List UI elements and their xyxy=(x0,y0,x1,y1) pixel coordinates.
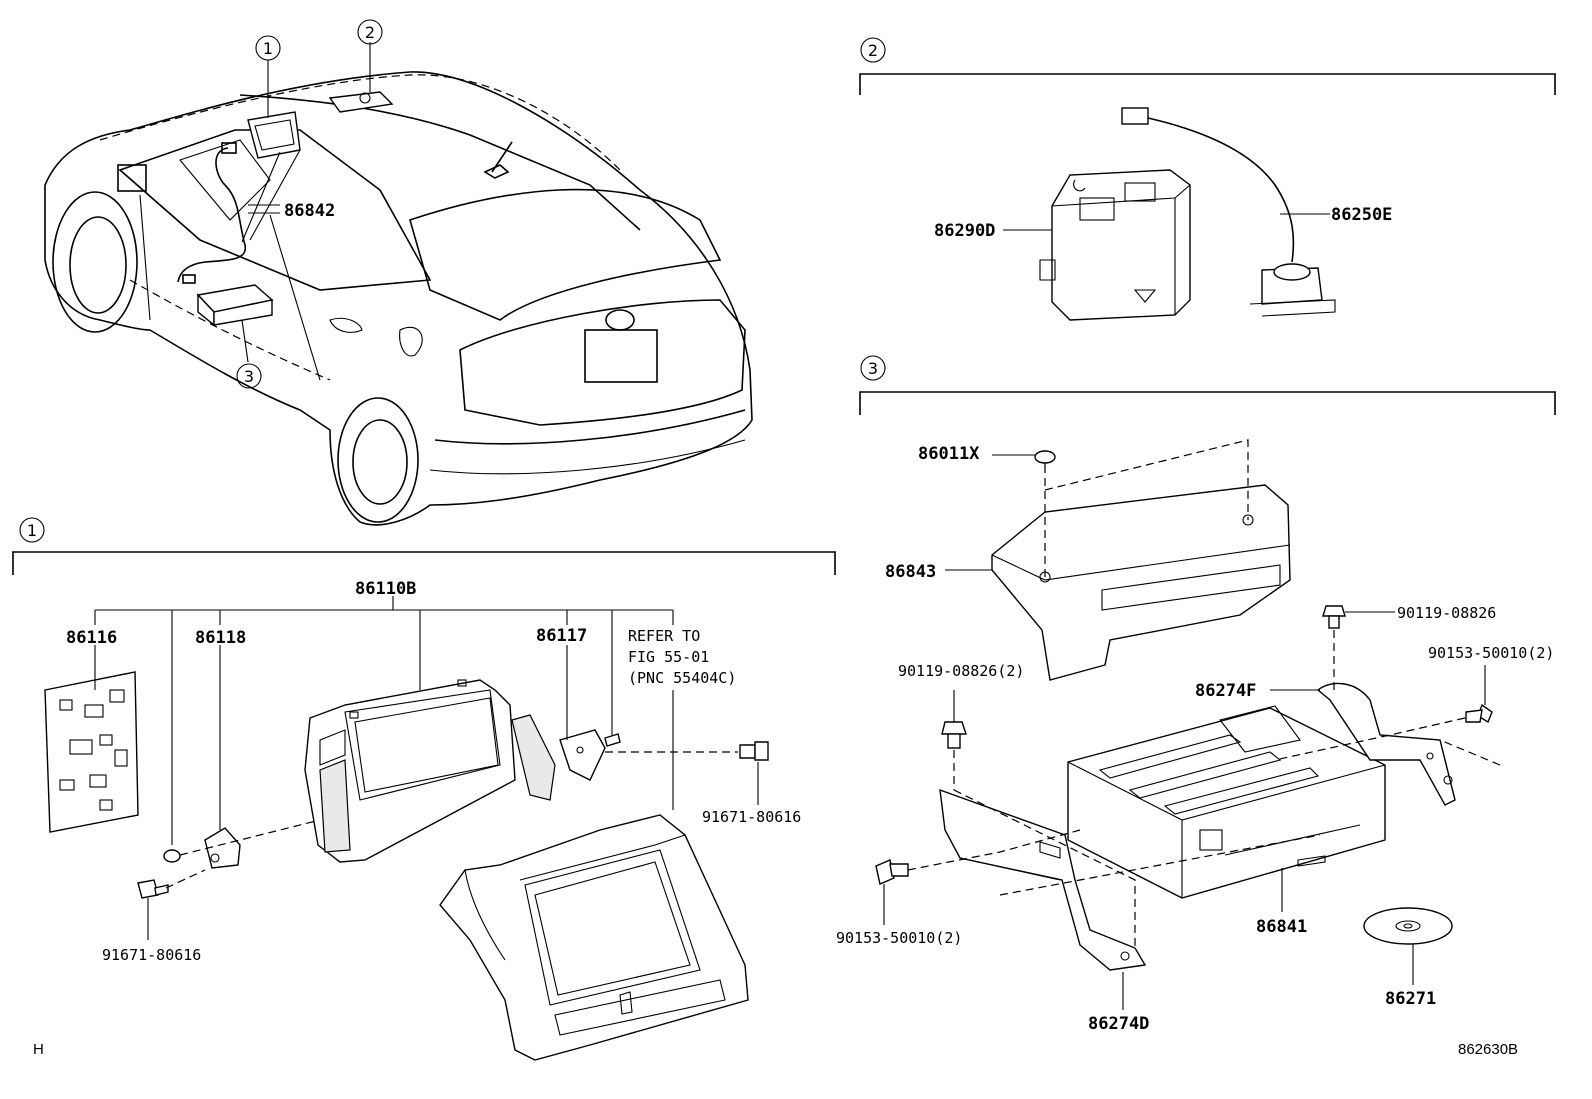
bolt-90119-top xyxy=(1322,605,1346,629)
label-86116: 86116 xyxy=(66,628,117,648)
svg-text:1: 1 xyxy=(263,39,273,58)
label-86274F: 86274F xyxy=(1195,681,1256,701)
label-86274D: 86274D xyxy=(1088,1014,1149,1034)
refer-line-1: REFER TO xyxy=(628,627,700,645)
label-86011X: 86011X xyxy=(918,444,980,464)
bolt-90119-left xyxy=(941,721,967,749)
svg-text:3: 3 xyxy=(244,367,254,386)
callout-1-car: 1 xyxy=(255,35,281,61)
label-91671-80616-right: 91671-80616 xyxy=(702,808,801,826)
label-86250E: 86250E xyxy=(1331,205,1392,225)
label-86117: 86117 xyxy=(536,626,587,646)
bolt-90153-right xyxy=(1465,703,1493,724)
label-86118: 86118 xyxy=(195,628,246,648)
svg-text:1: 1 xyxy=(27,521,37,540)
label-86271: 86271 xyxy=(1385,989,1436,1009)
section-3: 3 xyxy=(859,355,1556,1010)
svg-text:2: 2 xyxy=(365,23,375,42)
screw-91671-left xyxy=(137,879,169,899)
label-86843: 86843 xyxy=(885,562,936,582)
label-86841: 86841 xyxy=(1256,917,1307,937)
label-90153-50010-right: 90153-50010(2) xyxy=(1428,644,1554,662)
svg-text:2: 2 xyxy=(868,41,878,60)
refer-line-2: FIG 55-01 xyxy=(628,648,709,666)
label-90153-50010-left: 90153-50010(2) xyxy=(836,929,962,947)
figure-id: 862630B xyxy=(1458,1041,1518,1058)
screw-91671-right xyxy=(739,741,769,761)
label-86842: 86842 xyxy=(284,201,335,221)
section-2: 2 xyxy=(859,37,1556,321)
car-overview xyxy=(44,42,753,526)
svg-text:3: 3 xyxy=(868,359,878,378)
section-1: 1 xyxy=(12,517,836,1061)
bolt-90153-left xyxy=(875,859,909,885)
label-90119-08826-2: 90119-08826(2) xyxy=(898,662,1024,680)
label-86110B: 86110B xyxy=(355,579,416,599)
label-86290D: 86290D xyxy=(934,221,995,241)
callout-3-car: 3 xyxy=(236,363,262,389)
refer-line-3: (PNC 55404C) xyxy=(628,669,736,687)
label-90119-08826-top: 90119-08826 xyxy=(1397,604,1496,622)
callout-2-car: 2 xyxy=(357,19,383,45)
footer-left-code: H xyxy=(33,1041,44,1058)
label-91671-80616-left: 91671-80616 xyxy=(102,946,201,964)
